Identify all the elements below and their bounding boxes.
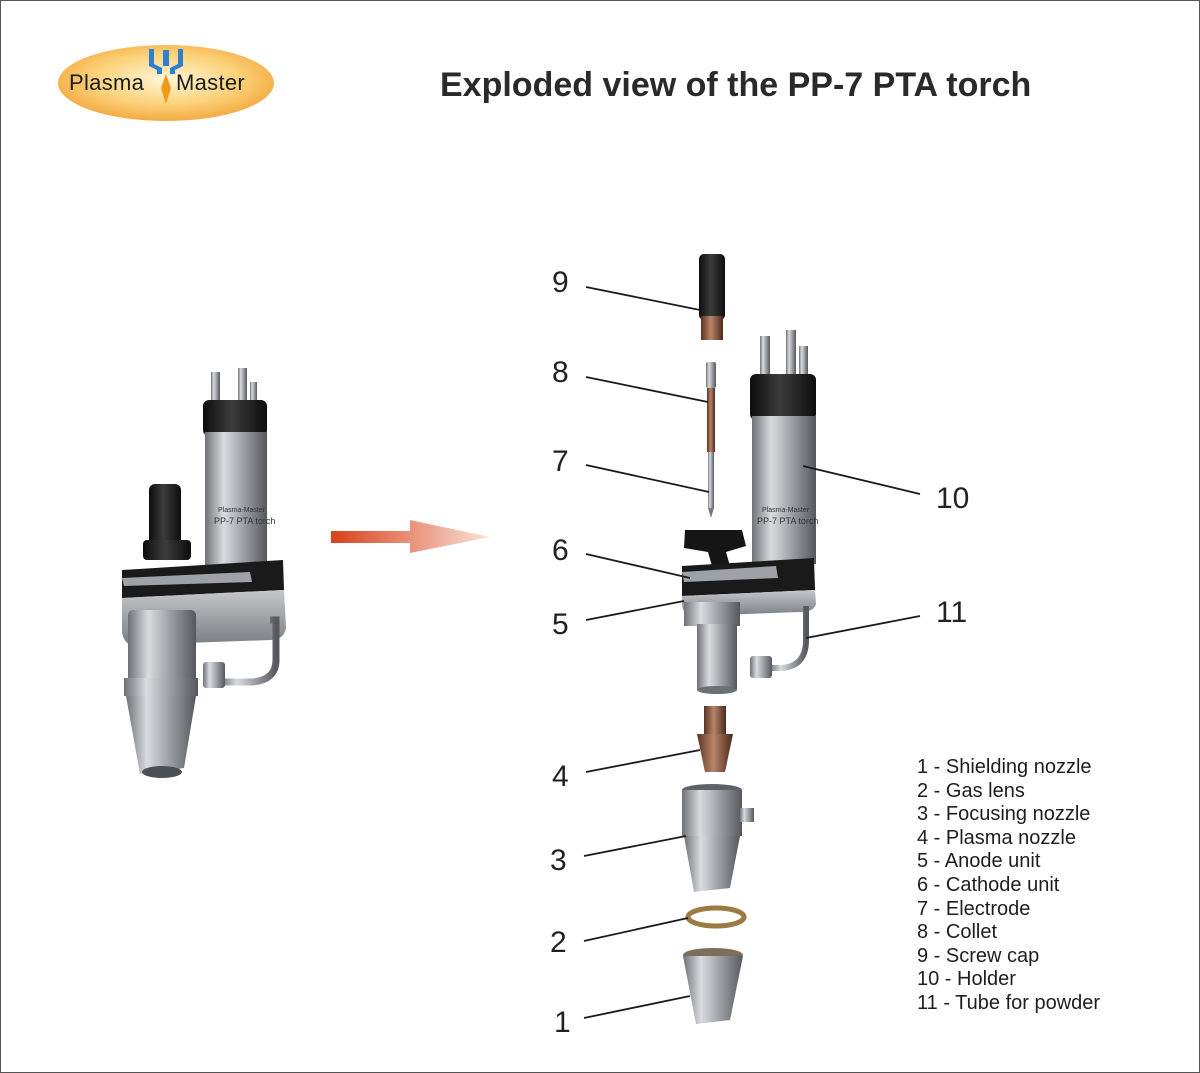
callout-5: 5: [552, 608, 569, 641]
logo-oval: [58, 45, 274, 121]
part-shielding-nozzle: [683, 948, 743, 1024]
legend-item-11: 11 - Tube for powder: [917, 991, 1101, 1014]
legend-item-7: 7 - Electrode: [917, 897, 1031, 920]
leader-11: [805, 615, 921, 639]
leader-1: [583, 995, 691, 1019]
part-plasma-nozzle: [697, 706, 733, 772]
callout-7: 7: [552, 445, 569, 478]
leader-4: [585, 749, 701, 773]
legend-item-1: 1 - Shielding nozzle: [917, 756, 1092, 778]
parts-legend: 1 - Shielding nozzle 2 - Gas lens 3 - Fo…: [917, 756, 1100, 1016]
leader-2: [583, 917, 689, 942]
arrow-right-icon: [331, 520, 490, 553]
part-brand-engraving: Plasma-Master: [762, 507, 810, 514]
photo-brand-engraving: Plasma-Master: [218, 507, 266, 514]
part-anode-unit: [682, 590, 816, 694]
leader-7: [585, 464, 710, 493]
part-screw-cap: [699, 254, 725, 340]
leader-6: [585, 553, 691, 579]
legend-item-6: 6 - Cathode unit: [917, 873, 1060, 896]
legend-item-3: 3 - Focusing nozzle: [917, 803, 1091, 826]
plasma-master-logo: Plasma Master: [57, 44, 275, 122]
part-powder-tube: [750, 606, 809, 678]
logo-mark-icon: [149, 49, 183, 104]
leader-10: [802, 465, 921, 495]
callout-3: 3: [550, 844, 567, 877]
legend-item-5: 5 - Anode unit: [917, 850, 1041, 873]
part-model-engraving: PP-7 PTA torch: [757, 516, 818, 526]
legend-item-9: 9 - Screw cap: [917, 944, 1040, 967]
callout-6: 6: [552, 534, 569, 567]
leader-3: [583, 835, 687, 857]
callout-10: 10: [936, 482, 970, 515]
part-collet: [706, 362, 716, 452]
part-holder: Plasma-Master PP-7 PTA torch: [750, 330, 818, 564]
part-gas-lens: [685, 905, 747, 929]
logo-word-left: Plasma: [69, 70, 145, 95]
photo-model-engraving: PP-7 PTA torch: [214, 516, 275, 526]
assembled-torch-photo: Plasma-Master PP-7 PTA torch: [122, 368, 286, 778]
legend-item-8: 8 - Collet: [917, 921, 998, 944]
callout-1: 1: [554, 1006, 571, 1039]
leader-lines: [583, 286, 921, 1019]
callout-2: 2: [550, 926, 567, 959]
part-focusing-nozzle: [682, 784, 754, 892]
leader-9: [585, 286, 701, 311]
callout-9: 9: [552, 266, 569, 299]
callout-4: 4: [552, 760, 569, 793]
part-electrode: [708, 452, 714, 518]
page-title: Exploded view of the PP-7 PTA torch: [440, 66, 1032, 104]
callout-8: 8: [552, 356, 569, 389]
legend-item-2: 2 - Gas lens: [917, 779, 1025, 802]
logo-word-right: Master: [176, 70, 246, 95]
legend-item-10: 10 - Holder: [917, 968, 1016, 991]
leader-8: [585, 376, 709, 403]
leader-5: [585, 600, 685, 621]
legend-item-4: 4 - Plasma nozzle: [917, 826, 1076, 849]
part-cathode-unit: [682, 530, 815, 596]
callout-11: 11: [936, 596, 968, 629]
